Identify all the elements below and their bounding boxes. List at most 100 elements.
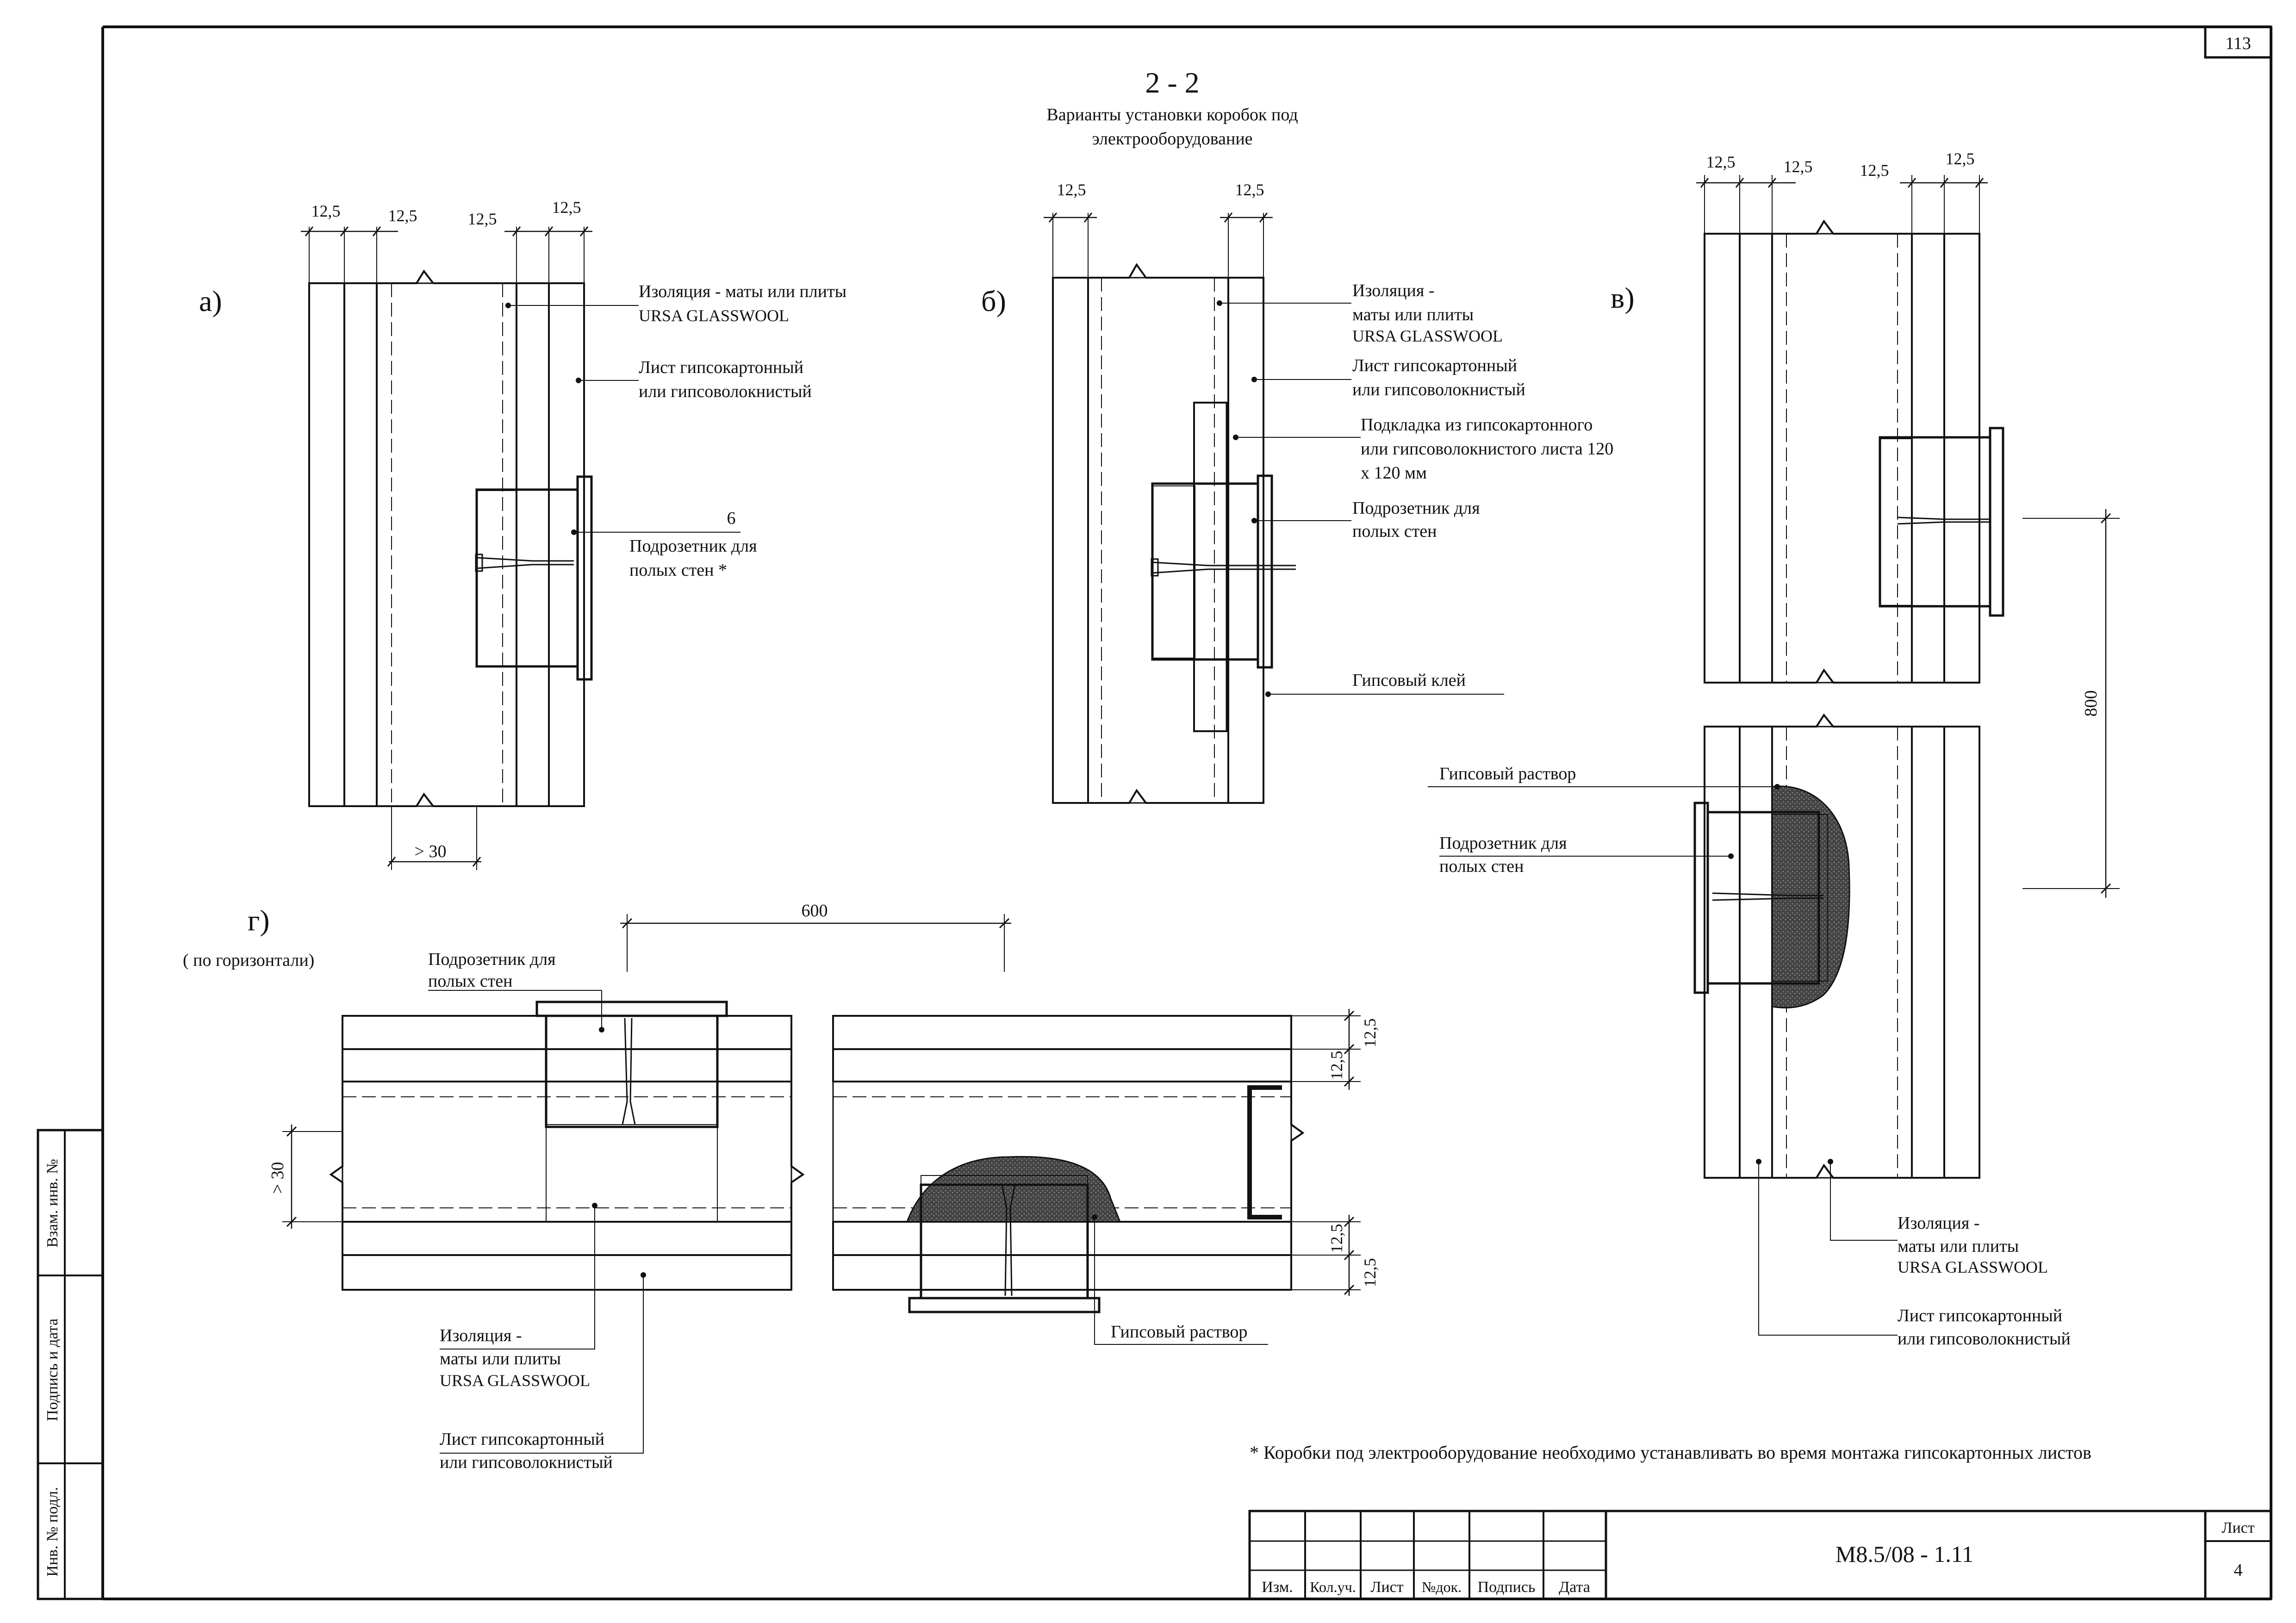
gap-dim-g: > 30 bbox=[268, 1125, 342, 1229]
gypsum-board bbox=[516, 282, 550, 807]
stamp-field-replaced-inv: Взам. инв. № bbox=[44, 1159, 61, 1248]
gypsum-board bbox=[1739, 726, 1773, 1179]
insulation-layer bbox=[376, 282, 517, 807]
stamp-field-orig-inv: Инв. № подл. bbox=[44, 1487, 61, 1577]
gypsum-board bbox=[832, 1015, 1292, 1050]
callout-text: полых стен bbox=[1352, 522, 1437, 541]
gypsum-pad bbox=[1193, 402, 1229, 732]
insulation-layer bbox=[1087, 277, 1229, 804]
callout-text: 6 bbox=[727, 509, 736, 528]
gypsum-board bbox=[832, 1221, 1292, 1256]
drawing-subtitle-2: электрооборудование bbox=[1092, 129, 1252, 149]
callout-text: URSA GLASSWOOL bbox=[1898, 1258, 2048, 1276]
dim-label: 12,5 bbox=[552, 198, 581, 217]
callout-text: Подрозетник для bbox=[1439, 833, 1567, 853]
gypsum-board bbox=[342, 1048, 792, 1082]
stamp-field-sign-date: Подпись и дата bbox=[44, 1318, 61, 1421]
socket-box-flange bbox=[576, 475, 593, 681]
gap-dim: > 30 bbox=[268, 1162, 287, 1194]
callout-text: Лист гипсокартонный bbox=[1898, 1306, 2062, 1325]
side-stamp: Взам. инв. № Подпись и дата Инв. № подл. bbox=[37, 1129, 104, 1600]
gypsum-board bbox=[1911, 726, 1945, 1179]
variant-g-letter: г) bbox=[248, 904, 270, 937]
sheet-number: 4 bbox=[2234, 1561, 2243, 1580]
callout-text: Подрозетник для bbox=[428, 950, 556, 969]
gypsum-board bbox=[1911, 233, 1945, 684]
callout-text: маты или плиты bbox=[1898, 1237, 2019, 1256]
spacing-label: 800 bbox=[2081, 690, 2101, 717]
gypsum-board bbox=[343, 282, 378, 807]
dimension-row: 12,5 12,5 12,5 12,5 bbox=[1696, 149, 1988, 234]
gypsum-board bbox=[1704, 726, 1741, 1179]
gypsum-board bbox=[342, 1015, 792, 1050]
variant-v-detail: в) bbox=[1428, 149, 2120, 1349]
footnote: * Коробки под электрооборудование необхо… bbox=[1250, 1442, 2091, 1463]
page-number: 113 bbox=[2225, 34, 2251, 53]
dimension-row: 12,5 12,5 12,5 12,5 > 30 bbox=[301, 198, 592, 870]
dimension-column: 12,5 12,5 12,5 12,5 bbox=[1291, 1009, 1379, 1296]
dim-label: 12,5 bbox=[1860, 161, 1889, 180]
variant-g-detail: г) ( по горизонтали) bbox=[183, 901, 1379, 1472]
drawing-subtitle-1: Варианты установки коробок под bbox=[1046, 105, 1298, 124]
callouts: Гипсовый раствор Подрозетник для полых с… bbox=[1428, 764, 2071, 1349]
callout-text: или гипсоволокнистый bbox=[639, 382, 812, 401]
insulation-layer bbox=[342, 1081, 792, 1223]
spacing-dim-800: 800 bbox=[2022, 509, 2120, 898]
gypsum-board bbox=[1704, 233, 1741, 684]
title-block: Изм. Кол.уч. Лист №док. Подпись Дата М8.… bbox=[1248, 1510, 2272, 1600]
socket-box-flange bbox=[908, 1297, 1101, 1313]
socket-box-flange bbox=[1989, 427, 2004, 617]
dim-label: 12,5 bbox=[1057, 180, 1086, 199]
dim-label: 12,5 bbox=[1946, 149, 1975, 168]
col-podpis: Подпись bbox=[1478, 1579, 1536, 1596]
dim-label: 12,5 bbox=[1361, 1019, 1379, 1048]
gypsum-board bbox=[1052, 277, 1089, 804]
dim-label: 12,5 bbox=[468, 210, 497, 228]
callout-text: или гипсоволокнистый bbox=[1352, 380, 1525, 399]
callout-text: URSA GLASSWOOL bbox=[440, 1371, 590, 1390]
callout-text: Изоляция - bbox=[1352, 281, 1434, 300]
callout-text: Изоляция - bbox=[440, 1326, 522, 1345]
gypsum-board bbox=[342, 1254, 792, 1291]
callout-text: х 120 мм bbox=[1361, 463, 1427, 483]
col-izm: Изм. bbox=[1262, 1579, 1293, 1596]
col-data: Дата bbox=[1559, 1579, 1590, 1596]
gap-dim: > 30 bbox=[415, 842, 447, 861]
sheet-label: Лист bbox=[2221, 1519, 2254, 1536]
insulation-layer bbox=[1771, 233, 1913, 684]
socket-box-flange bbox=[535, 1001, 728, 1017]
callout-text: Изоляция - маты или плиты bbox=[639, 282, 846, 301]
dim-label: 12,5 bbox=[1235, 180, 1264, 199]
dimension-row: 12,5 12,5 bbox=[1044, 180, 1273, 278]
callout-text: полых стен * bbox=[629, 560, 727, 580]
dim-label: 12,5 bbox=[1361, 1258, 1379, 1287]
callout-text: полых стен bbox=[1439, 857, 1524, 876]
variant-b-detail: б) 12,5 12,5 bbox=[981, 180, 1613, 804]
gypsum-mortar bbox=[1771, 785, 1850, 1008]
callouts: Изоляция - маты или плиты URSA GLASSWOOL… bbox=[505, 282, 846, 580]
metal-stud bbox=[1247, 1085, 1282, 1219]
callout-text: Лист гипсокартонный bbox=[440, 1430, 604, 1449]
col-kol-uch: Кол.уч. bbox=[1310, 1579, 1356, 1595]
callout-text: полых стен bbox=[428, 971, 513, 991]
callout-text: Лист гипсокартонный bbox=[639, 358, 803, 377]
callout-text: Подкладка из гипсокартонного bbox=[1361, 415, 1593, 435]
col-list: Лист bbox=[1370, 1579, 1403, 1596]
dim-label: 12,5 bbox=[1327, 1051, 1346, 1080]
callout-text: маты или плиты bbox=[440, 1349, 561, 1368]
dim-label: 12,5 bbox=[388, 206, 417, 225]
variant-v-letter: в) bbox=[1611, 281, 1635, 314]
dim-label: 12,5 bbox=[1706, 153, 1736, 171]
gypsum-board bbox=[832, 1254, 1292, 1291]
callout-text: Гипсовый раствор bbox=[1111, 1322, 1247, 1342]
socket-box bbox=[475, 488, 579, 668]
gypsum-board bbox=[1943, 233, 1980, 684]
callout-text: Гипсовый клей bbox=[1352, 671, 1466, 690]
callout-text: или гипсоволокнистого листа 120 bbox=[1361, 439, 1613, 459]
gypsum-board bbox=[1943, 726, 1980, 1179]
gypsum-board bbox=[308, 282, 345, 807]
callout-text: URSA GLASSWOOL bbox=[639, 306, 789, 325]
col-ndok: №док. bbox=[1422, 1579, 1462, 1595]
callout-text: Подрозетник для bbox=[1352, 498, 1480, 518]
